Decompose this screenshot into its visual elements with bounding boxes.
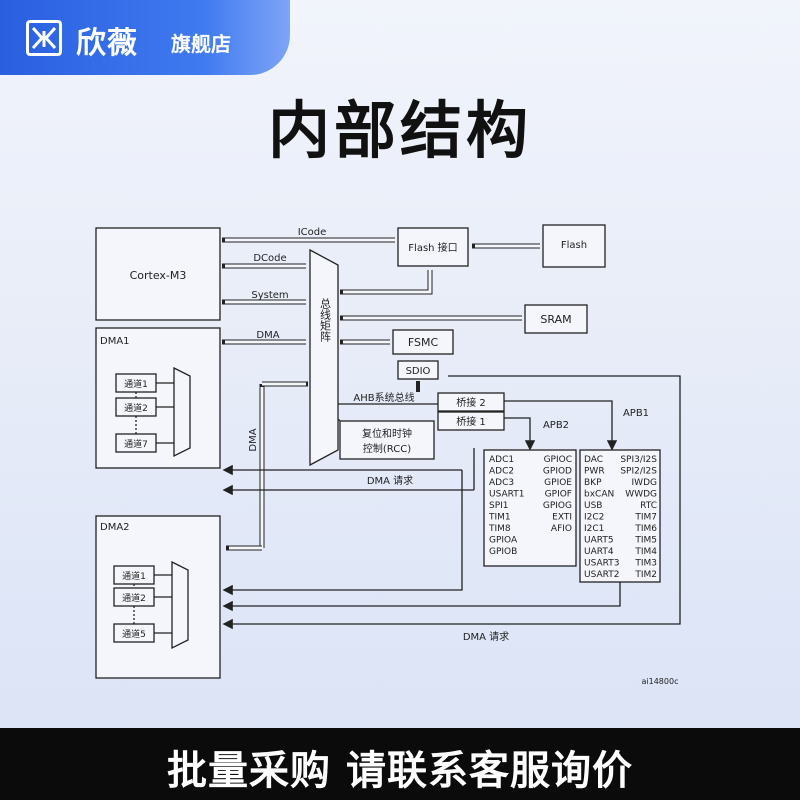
footer-banner: 批量采购 请联系客服询价 (0, 728, 800, 800)
apb1-left-item: PWR (584, 467, 605, 477)
apb2-box (483, 449, 577, 567)
apb1-right-item: TIM2 (634, 570, 657, 580)
fsmc-label: FSMC (408, 336, 439, 349)
apb2-right-item: GPIOG (543, 501, 572, 511)
sram-label: SRAM (540, 313, 571, 326)
dma2-mux (171, 560, 189, 650)
dma1-label: DMA1 (100, 336, 130, 347)
dma2-ch2-label: 通道2 (122, 592, 146, 604)
apb2-right-item: GPIOD (543, 467, 572, 477)
dma2-ch5-label: 通道5 (122, 628, 146, 640)
apb1-left-item: bxCAN (584, 490, 614, 500)
bus-matrix-label: 总线矩阵 (319, 297, 332, 343)
rcc-box (339, 420, 435, 460)
brand-name: 欣薇 (76, 26, 138, 61)
apb1-left-item: I2C2 (584, 513, 604, 523)
brand-logo-icon (26, 20, 62, 56)
fsmc-box (392, 329, 454, 355)
apb1-left-item: UART5 (584, 536, 614, 546)
dma1-mux (173, 366, 191, 458)
apb1-right-item: RTC (640, 501, 657, 511)
ahb-label: AHB系统总线 (353, 391, 414, 404)
reference-code: ai14800c (642, 677, 679, 686)
flash-box (542, 224, 606, 268)
apb1-right-item: TIM4 (634, 547, 657, 557)
apb2-left-item: GPIOB (489, 547, 517, 557)
apb1-left-item: DAC (584, 455, 603, 465)
apb1-label: APB1 (623, 408, 649, 419)
dma1-ch7-label: 通道7 (124, 438, 148, 450)
apb1-right-item: IWDG (632, 478, 657, 488)
apb1-left-item: I2C1 (584, 524, 604, 534)
apb1-right-item: SPI2/I2S (620, 467, 657, 477)
apb2-right-item: AFIO (551, 524, 572, 534)
dma-bus-label: DMA (256, 330, 279, 341)
bridge2-label: 桥接 2 (456, 396, 486, 409)
apb1-right-item: TIM5 (634, 536, 657, 546)
apb2-left-item: TIM1 (488, 513, 511, 523)
system-label: System (251, 290, 288, 301)
dcode-label: DCode (253, 253, 286, 264)
flash-interface-label: Flash 接口 (408, 241, 457, 254)
apb2-left-item: ADC1 (489, 455, 514, 465)
apb1-right-list: SPI3/I2SSPI2/I2SIWDGWWDGRTCTIM7TIM6TIM5T… (620, 455, 657, 580)
apb2-left-item: ADC3 (489, 478, 514, 488)
bridge2-box (437, 392, 505, 412)
cortex-box (95, 227, 221, 321)
apb1-left-item: BKP (584, 478, 602, 488)
sdio-label: SDIO (406, 366, 431, 377)
apb2-left-item: SPI1 (489, 501, 509, 511)
flash-interface-box (397, 227, 469, 267)
apb1-left-item: UART4 (584, 547, 614, 557)
apb1-right-item: TIM7 (634, 513, 657, 523)
cortex-label: Cortex-M3 (130, 269, 187, 282)
brand-badge: 欣薇 旗舰店 (0, 0, 290, 75)
bridge1-label: 桥接 1 (456, 415, 486, 428)
dma1-box (95, 327, 221, 469)
dma1-ch2-label: 通道2 (124, 402, 148, 414)
apb2-right-item: GPIOE (544, 478, 572, 488)
apb2-right-item: GPIOF (545, 490, 572, 500)
dma-vertical-label: DMA (248, 428, 259, 451)
apb2-left-item: ADC2 (489, 467, 514, 477)
dma2-label: DMA2 (100, 522, 130, 533)
apb1-left-item: USART3 (584, 559, 619, 569)
icode-label: ICode (298, 227, 327, 238)
flash-label: Flash (561, 240, 587, 251)
apb1-right-item: TIM3 (634, 559, 657, 569)
apb1-right-item: WWDG (625, 490, 657, 500)
apb2-right-item: EXTI (552, 513, 572, 523)
rcc-label-1: 复位和时钟 (362, 427, 412, 440)
footer-text: 批量采购 请联系客服询价 (167, 748, 633, 794)
apb1-left-item: USB (584, 501, 602, 511)
apb1-right-item: TIM6 (634, 524, 657, 534)
dma-request-label-2: DMA 请求 (463, 630, 509, 643)
page-title: 内部结构 (267, 94, 532, 167)
sdio-box (397, 360, 439, 380)
rcc-label-2: 控制(RCC) (363, 442, 411, 455)
dma1-ch1-label: 通道1 (124, 378, 148, 390)
store-type: 旗舰店 (171, 32, 231, 56)
store-header: 欣薇 旗舰店 (0, 0, 800, 75)
dma-request-label: DMA 请求 (367, 474, 413, 487)
dma2-ch1-label: 通道1 (122, 570, 146, 582)
apb1-right-item: SPI3/I2S (620, 455, 657, 465)
apb2-left-item: TIM8 (488, 524, 511, 534)
apb2-label: APB2 (543, 420, 569, 431)
apb2-right-item: GPIOC (544, 455, 572, 465)
apb2-left-item: USART1 (489, 490, 524, 500)
bus-matrix-shape (309, 248, 339, 467)
bridge1-box (437, 411, 505, 431)
apb2-left-item: GPIOA (489, 536, 518, 546)
sram-box (524, 304, 588, 334)
apb1-left-item: USART2 (584, 570, 619, 580)
